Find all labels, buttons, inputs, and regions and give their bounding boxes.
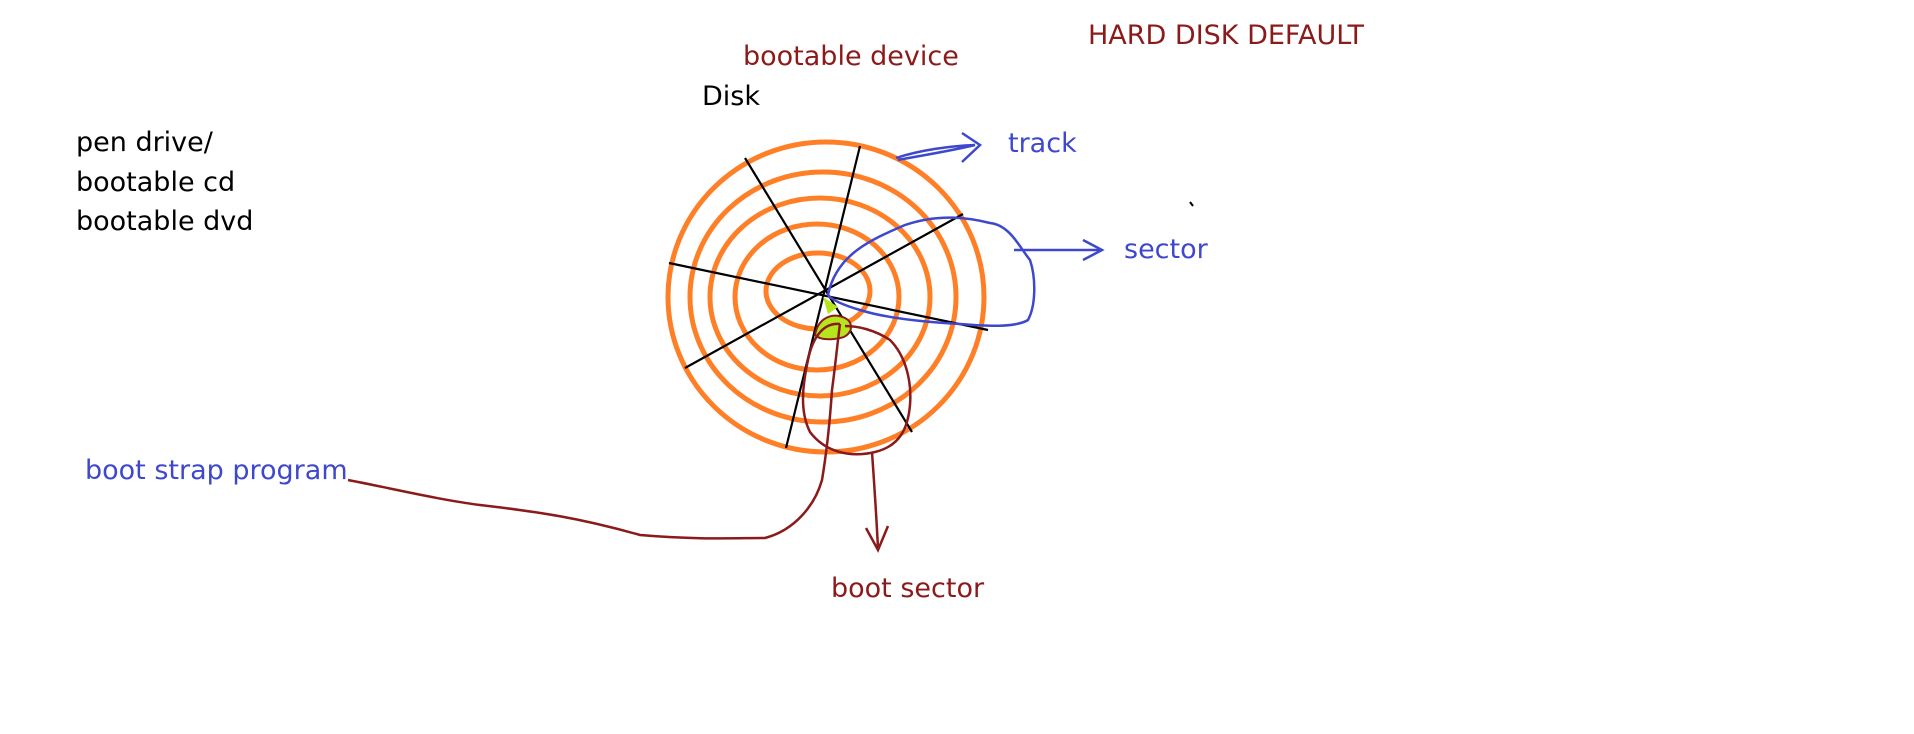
sector-arrow-head [1082,238,1105,262]
hard-disk-default-label: HARD DISK DEFAULT [1088,20,1365,51]
stray-mark [1189,201,1194,207]
track-arrow-shaft [895,143,976,162]
boot-sector-arrow-shaft [870,451,880,549]
boot-sector-fill [813,314,852,341]
track-ring-3 [707,195,933,399]
device-list-line-2: bootable cd [76,167,236,198]
boot-strap-program-label: boot strap program [85,455,348,486]
device-list-line-1: pen drive/ [76,127,213,158]
track-ring-4 [732,221,902,373]
track-label: track [1008,128,1077,159]
disk-label: Disk [702,81,760,112]
boot-sector-label: boot sector [831,573,985,604]
track-arrow-head [961,131,982,163]
boot-sector-loop [801,322,912,456]
track-arrow [895,131,982,163]
sector-label: sector [1124,234,1208,265]
sector-highlight-outline [826,216,1036,328]
track-ring-2 [687,169,959,425]
boot-sector-wedge [823,297,838,314]
boot-sector-arrow-head [864,525,890,553]
device-list-line-3: bootable dvd [76,206,254,237]
boot-annotations [347,322,912,553]
sector-arrow [1014,238,1105,262]
bootable-device-label: bootable device [743,41,959,72]
boot-strap-connector [347,323,842,540]
